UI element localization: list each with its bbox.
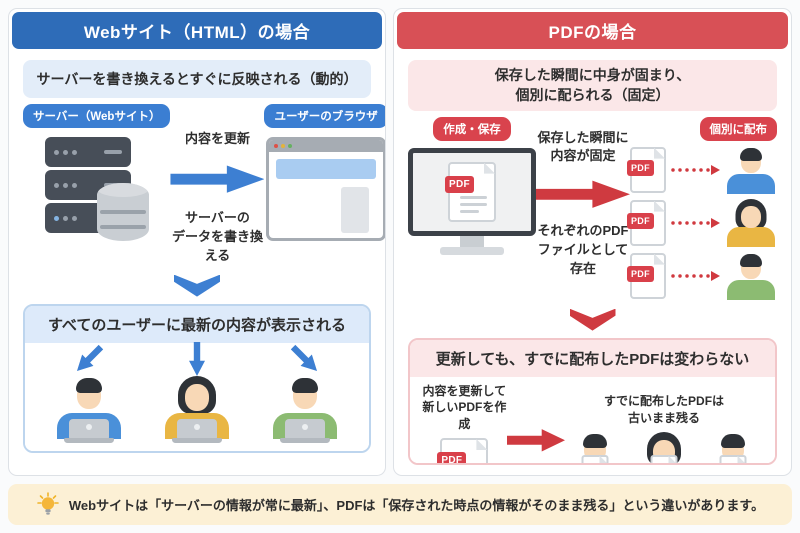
server-badge: サーバー（Webサイト） bbox=[23, 104, 171, 129]
user-icon bbox=[725, 198, 777, 247]
user-cell bbox=[158, 351, 236, 443]
pdf-file-icon: PDF bbox=[437, 437, 489, 463]
create-column: 作成・保存 PDF bbox=[408, 116, 536, 300]
browser-badge: ユーザーのブラウザ bbox=[264, 104, 385, 129]
user-icon bbox=[158, 375, 236, 443]
comparison-panels: Webサイト（HTML）の場合 サーバーを書き換えるとすぐに反映される（動的） … bbox=[8, 8, 792, 476]
web-users bbox=[25, 343, 369, 451]
lightbulb-icon bbox=[37, 491, 59, 515]
web-flow-column: 内容を更新 サーバーの データを書き換える bbox=[170, 130, 265, 265]
distribute-badge: 個別に配布 bbox=[699, 116, 777, 141]
pdf-result-body: 内容を更新して 新しいPDFを作成 PDF すでに配布したPDFは 古いまま残る… bbox=[410, 376, 775, 463]
down-right-arrow-icon bbox=[287, 341, 322, 376]
down-arrow-icon bbox=[189, 342, 205, 376]
laptop-icon bbox=[280, 418, 330, 443]
server-stack-icon bbox=[44, 137, 149, 242]
dotted-arrow-icon bbox=[671, 270, 720, 281]
desktop-monitor-icon: PDF bbox=[408, 147, 536, 255]
pdf-file-icon: PDF bbox=[719, 454, 747, 463]
right-arrow-icon bbox=[506, 429, 565, 452]
exist-label: それぞれのPDF ファイルとして存在 bbox=[537, 223, 629, 276]
web-panel: Webサイト（HTML）の場合 サーバーを書き換えるとすぐに反映される（動的） … bbox=[8, 8, 386, 476]
user-cell bbox=[50, 351, 128, 443]
right-arrow-icon bbox=[170, 165, 265, 193]
web-result-title: すべてのユーザーに最新の内容が表示される bbox=[25, 305, 369, 343]
pdf-file-icon: PDF bbox=[581, 454, 609, 463]
web-diagram: サーバー（Webサイト） 内容を更新 サーバーの データを書き換える bbox=[9, 100, 385, 265]
pdf-flow-column: 保存した瞬間に 内容が固定 それぞれのPDF ファイルとして存在 bbox=[536, 129, 630, 300]
server-unit bbox=[44, 137, 131, 168]
create-save-badge: 作成・保存 bbox=[433, 116, 511, 141]
pdf-file-icon: PDF bbox=[627, 146, 666, 193]
distribute-column: 個別に配布 PDF PDF PDF bbox=[627, 116, 777, 300]
laptop-icon bbox=[64, 418, 114, 443]
user-with-pdf-icon: PDF bbox=[634, 431, 694, 463]
web-subtitle: サーバーを書き換えるとすぐに反映される（動的） bbox=[23, 60, 371, 99]
pdf-result-title: 更新しても、すでに配布したPDFは変わらない bbox=[410, 339, 775, 377]
dotted-arrow-icon bbox=[671, 217, 720, 228]
user-icon bbox=[725, 252, 777, 300]
pdf-panel-title: PDFの場合 bbox=[397, 12, 788, 49]
browser-content bbox=[269, 152, 383, 238]
distribute-row: PDF bbox=[627, 198, 777, 247]
web-result-box: すべてのユーザーに最新の内容が表示される bbox=[23, 303, 371, 453]
monitor-stand bbox=[460, 235, 484, 247]
summary-note-bar: Webサイトは「サーバーの情報が常に最新」、PDFは「保存された時点の情報がその… bbox=[8, 484, 792, 525]
pdf-file-icon: PDF bbox=[627, 252, 666, 299]
browser-text-lines bbox=[276, 187, 334, 233]
new-pdf-label: 内容を更新して 新しいPDFを作成 bbox=[422, 383, 507, 432]
down-left-arrow-icon bbox=[71, 341, 106, 376]
distribute-row: PDF bbox=[627, 252, 777, 300]
pdf-holders: PDF PDF PDF bbox=[565, 431, 763, 463]
browser-column: ユーザーのブラウザ bbox=[264, 104, 385, 265]
pdf-diagram: 作成・保存 PDF bbox=[394, 113, 791, 300]
user-icon bbox=[266, 375, 344, 443]
distribute-row: PDF bbox=[627, 146, 777, 194]
user-with-pdf-icon: PDF bbox=[703, 432, 763, 463]
pdf-chip: PDF bbox=[445, 175, 474, 193]
new-pdf-cell: 内容を更新して 新しいPDFを作成 PDF bbox=[422, 383, 507, 463]
user-with-pdf-icon: PDF bbox=[565, 432, 625, 463]
summary-note-text: Webサイトは「サーバーの情報が常に最新」、PDFは「保存された時点の情報がその… bbox=[68, 498, 765, 513]
pdf-file-icon: PDF bbox=[650, 454, 678, 463]
server-column: サーバー（Webサイト） bbox=[23, 104, 171, 265]
web-panel-title: Webサイト（HTML）の場合 bbox=[12, 12, 382, 49]
monitor-screen: PDF bbox=[408, 147, 536, 236]
update-label: 内容を更新 bbox=[184, 131, 250, 147]
user-icon bbox=[725, 146, 777, 194]
distribute-rows: PDF PDF PDF bbox=[627, 146, 777, 300]
dotted-arrow-icon bbox=[671, 164, 720, 175]
browser-hero-banner bbox=[276, 159, 377, 180]
right-arrow-icon bbox=[536, 180, 630, 208]
monitor-base bbox=[440, 246, 504, 255]
pdf-panel: PDFの場合 保存した瞬間に中身が固まり、 個別に配られる（固定） 作成・保存 … bbox=[393, 8, 792, 476]
laptop-icon bbox=[172, 418, 222, 443]
browser-titlebar bbox=[269, 140, 384, 153]
fixed-label: 保存した瞬間に 内容が固定 bbox=[537, 129, 629, 164]
old-pdf-cell: すでに配布したPDFは 古いまま残る PDF PDF bbox=[565, 393, 763, 463]
old-pdf-label: すでに配布したPDFは 古いまま残る bbox=[603, 393, 725, 425]
pdf-file-icon: PDF bbox=[627, 199, 666, 246]
user-cell bbox=[266, 351, 344, 443]
pdf-file-icon: PDF bbox=[445, 161, 496, 222]
rewrite-label: サーバーの データを書き換える bbox=[171, 210, 263, 263]
down-arrow-icon bbox=[569, 308, 616, 331]
pdf-subtitle: 保存した瞬間に中身が固まり、 個別に配られる（固定） bbox=[408, 60, 777, 111]
browser-window-icon bbox=[266, 137, 385, 242]
pdf-result-box: 更新しても、すでに配布したPDFは変わらない 内容を更新して 新しいPDFを作成… bbox=[408, 337, 777, 465]
user-icon bbox=[50, 375, 128, 443]
database-cylinder-icon bbox=[96, 183, 149, 242]
down-arrow-icon bbox=[174, 274, 220, 297]
browser-side-block bbox=[341, 187, 370, 234]
